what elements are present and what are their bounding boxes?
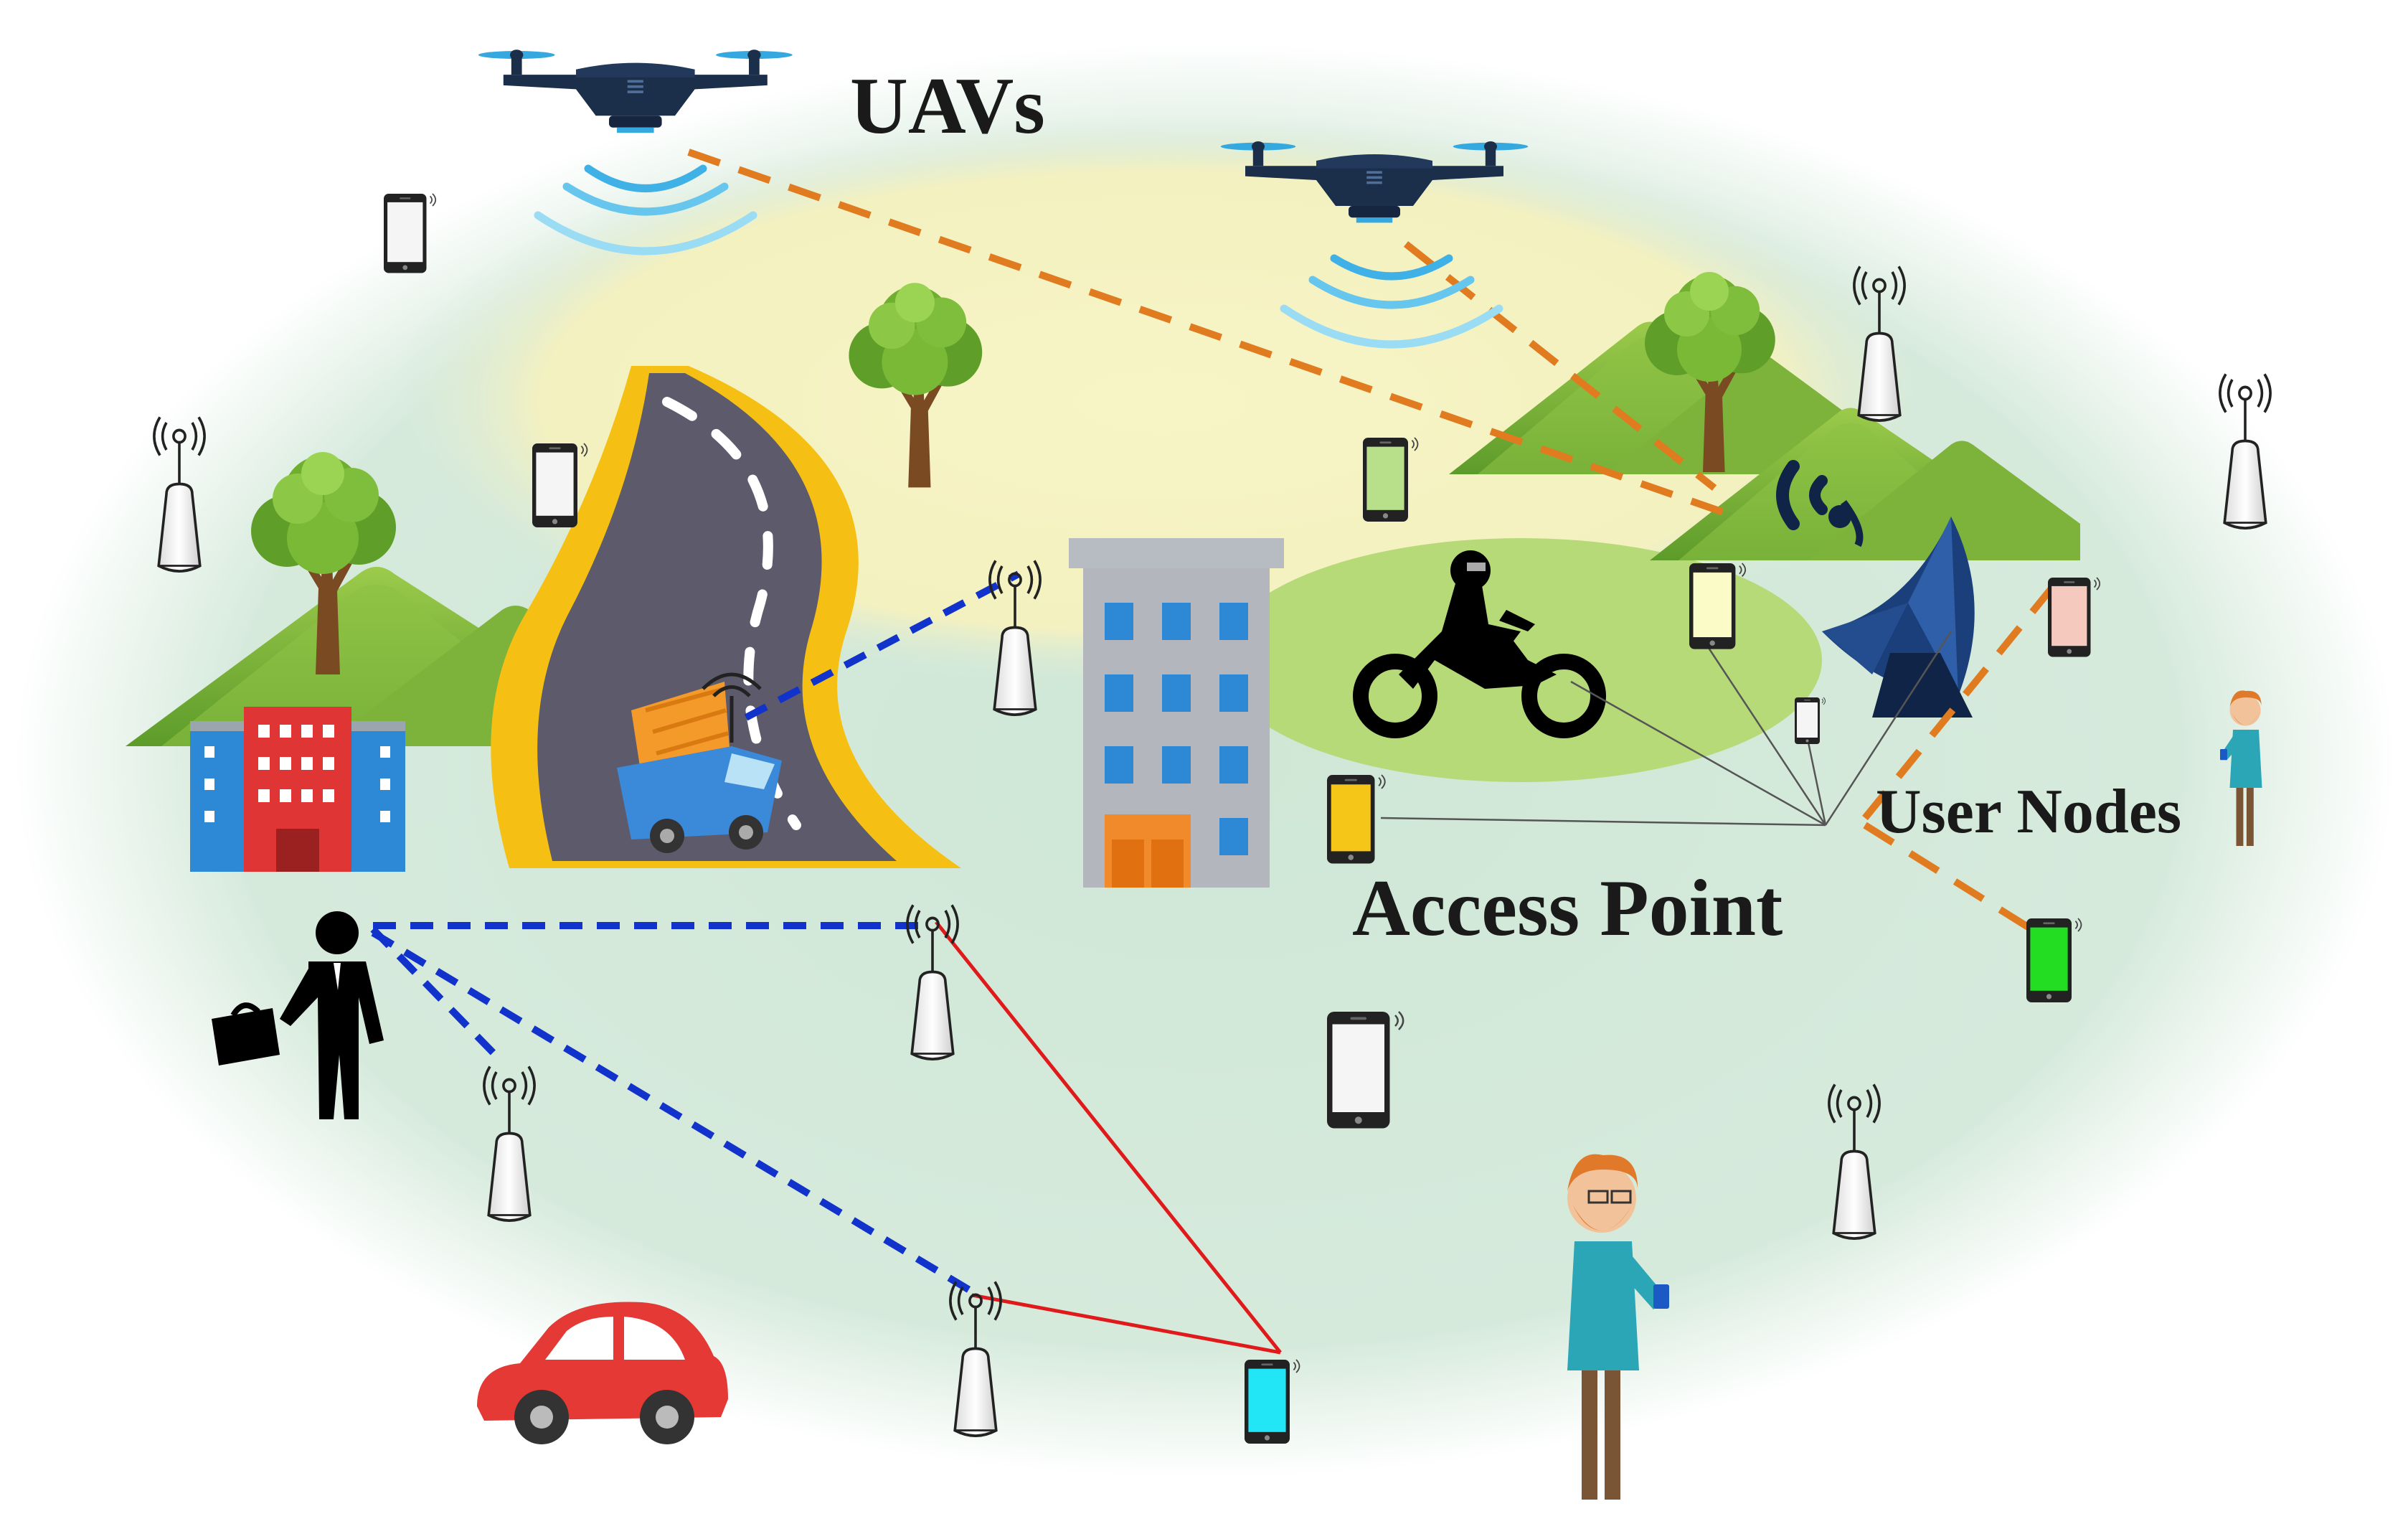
mesh-links — [935, 921, 1282, 1355]
satellite-dish-icon — [1776, 460, 1975, 718]
building-icon — [190, 707, 405, 872]
person-with-phone-icon — [2220, 690, 2262, 846]
uavs-label: UAVs — [850, 62, 1045, 151]
truck-icon — [617, 672, 782, 853]
businessman-icon — [212, 911, 384, 1119]
road-icon — [491, 366, 961, 868]
ground-links — [370, 570, 1021, 1295]
building-icon — [1069, 538, 1284, 888]
access-point-label: Access Point — [1352, 864, 1783, 953]
drone-signal-waves — [534, 164, 1503, 349]
car-icon — [477, 1302, 728, 1444]
user-nodes-label: User Nodes — [1876, 777, 2182, 847]
access-point-links — [1380, 631, 1953, 827]
motorbike-icon — [1353, 550, 1606, 738]
person-with-phone-icon — [1567, 1154, 1669, 1500]
